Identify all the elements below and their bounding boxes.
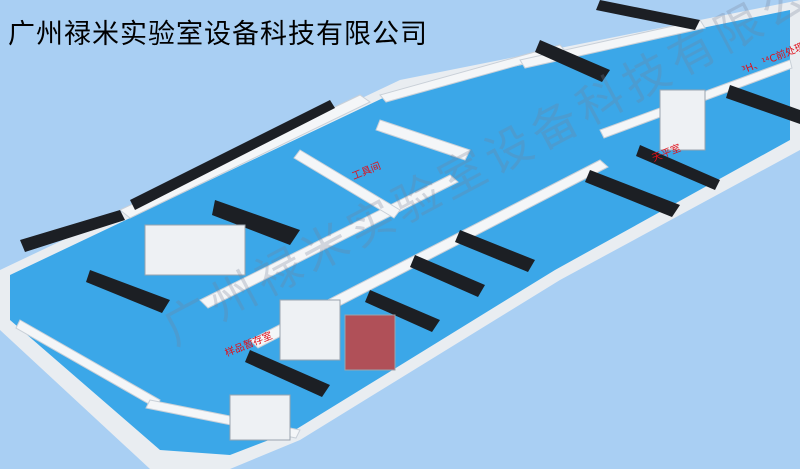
walls (15, 19, 793, 439)
lab-benches (20, 0, 800, 397)
company-title: 广州禄米实验室设备科技有限公司 (8, 19, 428, 50)
storage-cabinets (144, 89, 706, 441)
floor-blue (10, 10, 790, 455)
